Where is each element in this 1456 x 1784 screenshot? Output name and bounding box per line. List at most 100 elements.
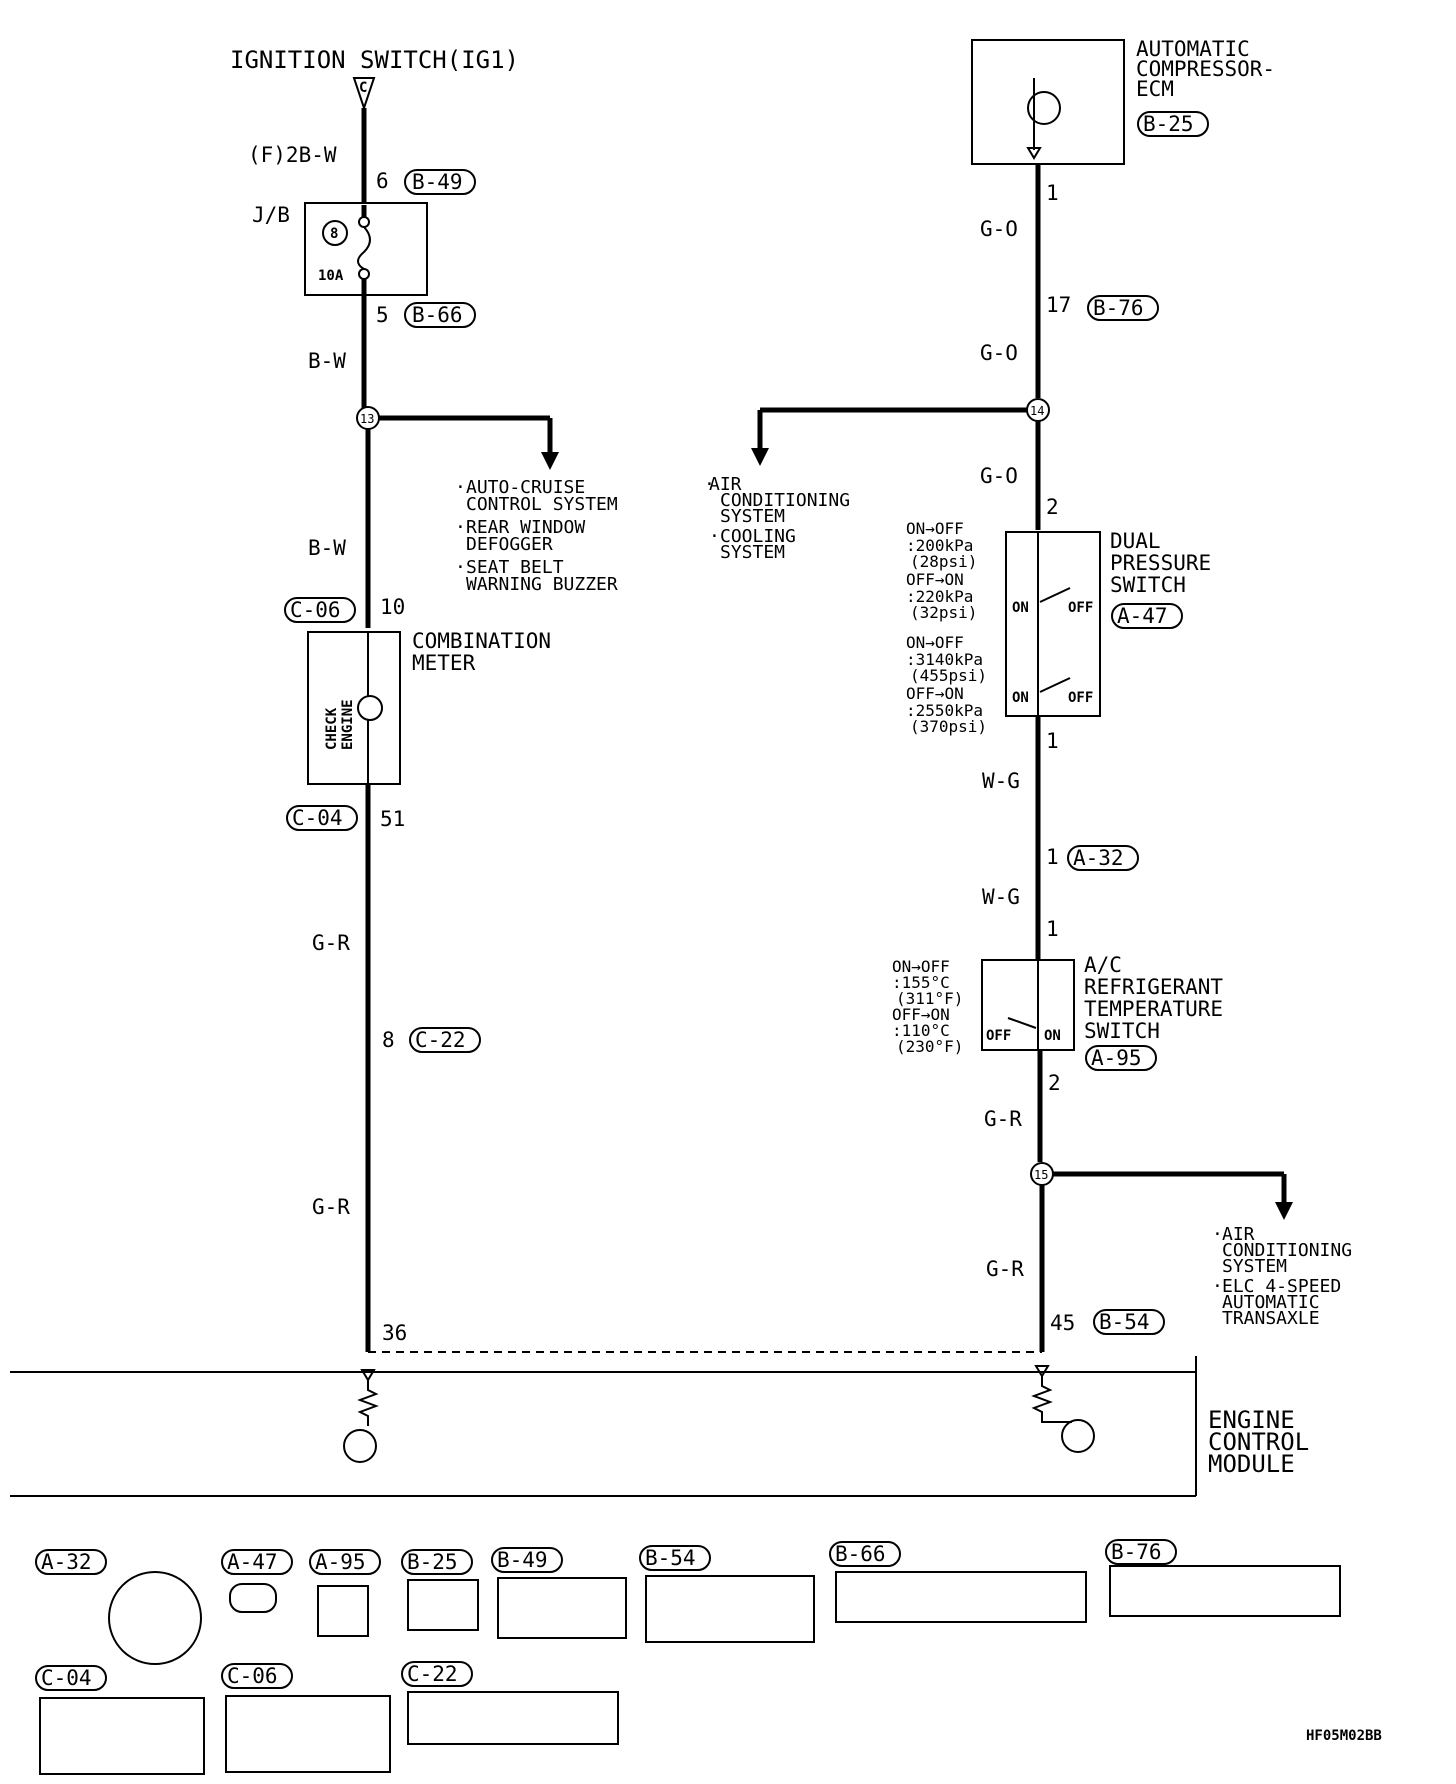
source-triangle [352,77,376,112]
connector-a47-tag [221,1549,293,1575]
ecm-left-transistor [343,1429,377,1463]
connector-b25[interactable]: B-25 [401,1549,479,1631]
conn-a47-tag[interactable] [1111,603,1183,629]
dual-pressure-switch-box [1005,531,1101,717]
ecm-right-transistor [1061,1419,1095,1453]
auto-compressor-ecm-box [971,39,1125,165]
branch-15-item-4: ELC 4-SPEED [1222,1276,1341,1297]
connector-c06-label: C-06 [227,1664,278,1688]
conn-c04-tag[interactable] [286,805,358,831]
connector-b66[interactable]: B-66 [829,1541,1087,1623]
connector-b54[interactable]: B-54 [639,1545,815,1643]
source-pin: C [359,80,367,96]
bullet-6: · [1212,1224,1223,1245]
connector-a32[interactable]: A-32 [35,1549,202,1665]
junction-15-label: 15 [1034,1168,1048,1182]
dps-contact-2 [1039,677,1071,693]
conn-c06-label: C-06 [290,598,341,622]
acr-contact [1007,1017,1037,1029]
pin-6: 6 [376,169,389,193]
branch-13-item-1: AUTO-CRUISE [466,477,585,498]
connector-a95[interactable]: A-95 [309,1549,381,1637]
pin-45: 45 [1050,1311,1075,1335]
combination-meter-box [307,631,401,785]
connector-b49[interactable]: B-49 [491,1547,627,1639]
dps-spec-2: :200kPa [906,536,973,555]
connector-b76-tag [1105,1539,1177,1565]
conn-b25-tag[interactable] [1137,111,1209,137]
conn-b49-tag[interactable] [404,169,476,195]
acr-spec-2: :155°C [892,973,950,992]
ecm-right-resistor [1031,1376,1072,1423]
connector-c22[interactable]: C-22 [401,1661,619,1745]
connector-a95-tag [309,1549,381,1575]
acr-spec-4: OFF→ON [892,1005,950,1024]
conn-a32-tag[interactable] [1067,845,1139,871]
connector-a47[interactable]: A-47 [221,1549,293,1613]
acr-label-4: SWITCH [1084,1019,1160,1043]
conn-b54-tag[interactable] [1093,1309,1165,1335]
conn-c22-tag[interactable] [409,1027,481,1053]
connector-a47-body [229,1583,277,1613]
conn-c04-label: C-04 [292,806,343,830]
pin-36: 36 [382,1321,407,1345]
lamp-label-2: ENGINE [340,699,356,750]
wire-left-1-label: (F)2B-W [248,143,337,167]
jb-label: J/B [252,203,290,227]
conn-a47-label: A-47 [1117,604,1168,628]
conn-a95-tag[interactable] [1085,1045,1157,1071]
pin-10: 10 [380,595,405,619]
conn-b66-label: B-66 [412,303,463,327]
connector-a47-label: A-47 [227,1550,278,1574]
connector-c04-body [39,1697,205,1775]
connector-a95-label: A-95 [315,1550,366,1574]
figure-id: HF05M02BB [1306,1728,1382,1744]
conn-a95-label: A-95 [1091,1046,1142,1070]
connector-b76[interactable]: B-76 [1105,1539,1341,1617]
connector-c06[interactable]: C-06 [221,1663,391,1773]
acr-spec-1: ON→OFF [892,957,950,976]
dps-spec-9: (455psi) [910,666,987,685]
conn-b66-tag[interactable] [404,302,476,328]
acr-specs: ON→OFF :155°C (311°F) OFF→ON :110°C (230… [892,957,963,1056]
ignition-switch-label: IGNITION SWITCH(IG1) [230,46,519,74]
meter-label-1: COMBINATION [412,629,551,653]
junction-14-label: 14 [1030,404,1044,418]
pin-1d: 1 [1046,917,1059,941]
connector-c04-label: C-04 [41,1666,92,1690]
connector-b25-label: B-25 [407,1550,458,1574]
fuse-number: 8 [330,226,338,242]
ecm-right-arrow [1034,1365,1050,1378]
dps-spec-3: (28psi) [910,552,977,571]
fuse-rating: 10A [318,268,344,284]
wire-left-3-label: B-W [308,536,346,560]
wire-right-1-label: G-O [980,217,1018,241]
wire-right-5-label: W-G [982,885,1020,909]
ecm-label-3: MODULE [1208,1450,1295,1478]
branch-15-item-5: AUTOMATIC [1222,1292,1320,1313]
branch-13-arrow [541,452,559,470]
connector-b25-body [407,1579,479,1631]
connector-c22-tag [401,1661,473,1687]
connector-a32-label: A-32 [41,1550,92,1574]
dps-on-1: ON [1012,600,1029,616]
acr-spec-3: (311°F) [896,989,963,1008]
acr-on: ON [1044,1028,1061,1044]
acr-label-3: TEMPERATURE [1084,997,1223,1021]
branch-13-item-5: SEAT BELT [466,557,564,578]
acr-switch-box [981,959,1075,1051]
conn-c06-tag[interactable] [284,597,356,623]
dps-spec-6: (32psi) [910,603,977,622]
conn-b76-tag[interactable] [1087,295,1159,321]
ecm-label-1: ENGINE [1208,1406,1295,1434]
connector-c04[interactable]: C-04 [35,1665,205,1775]
meter-label-2: METER [412,651,476,675]
bullet-3: · [455,557,466,578]
ecm-transistor [1027,91,1061,125]
connector-b49-body [497,1577,627,1639]
wire-left-2-label: B-W [308,349,346,373]
connector-b66-label: B-66 [835,1542,886,1566]
bullet-2: · [455,517,466,538]
dps-specs: ON→OFF :200kPa (28psi) OFF→ON :220kPa (3… [906,519,987,736]
